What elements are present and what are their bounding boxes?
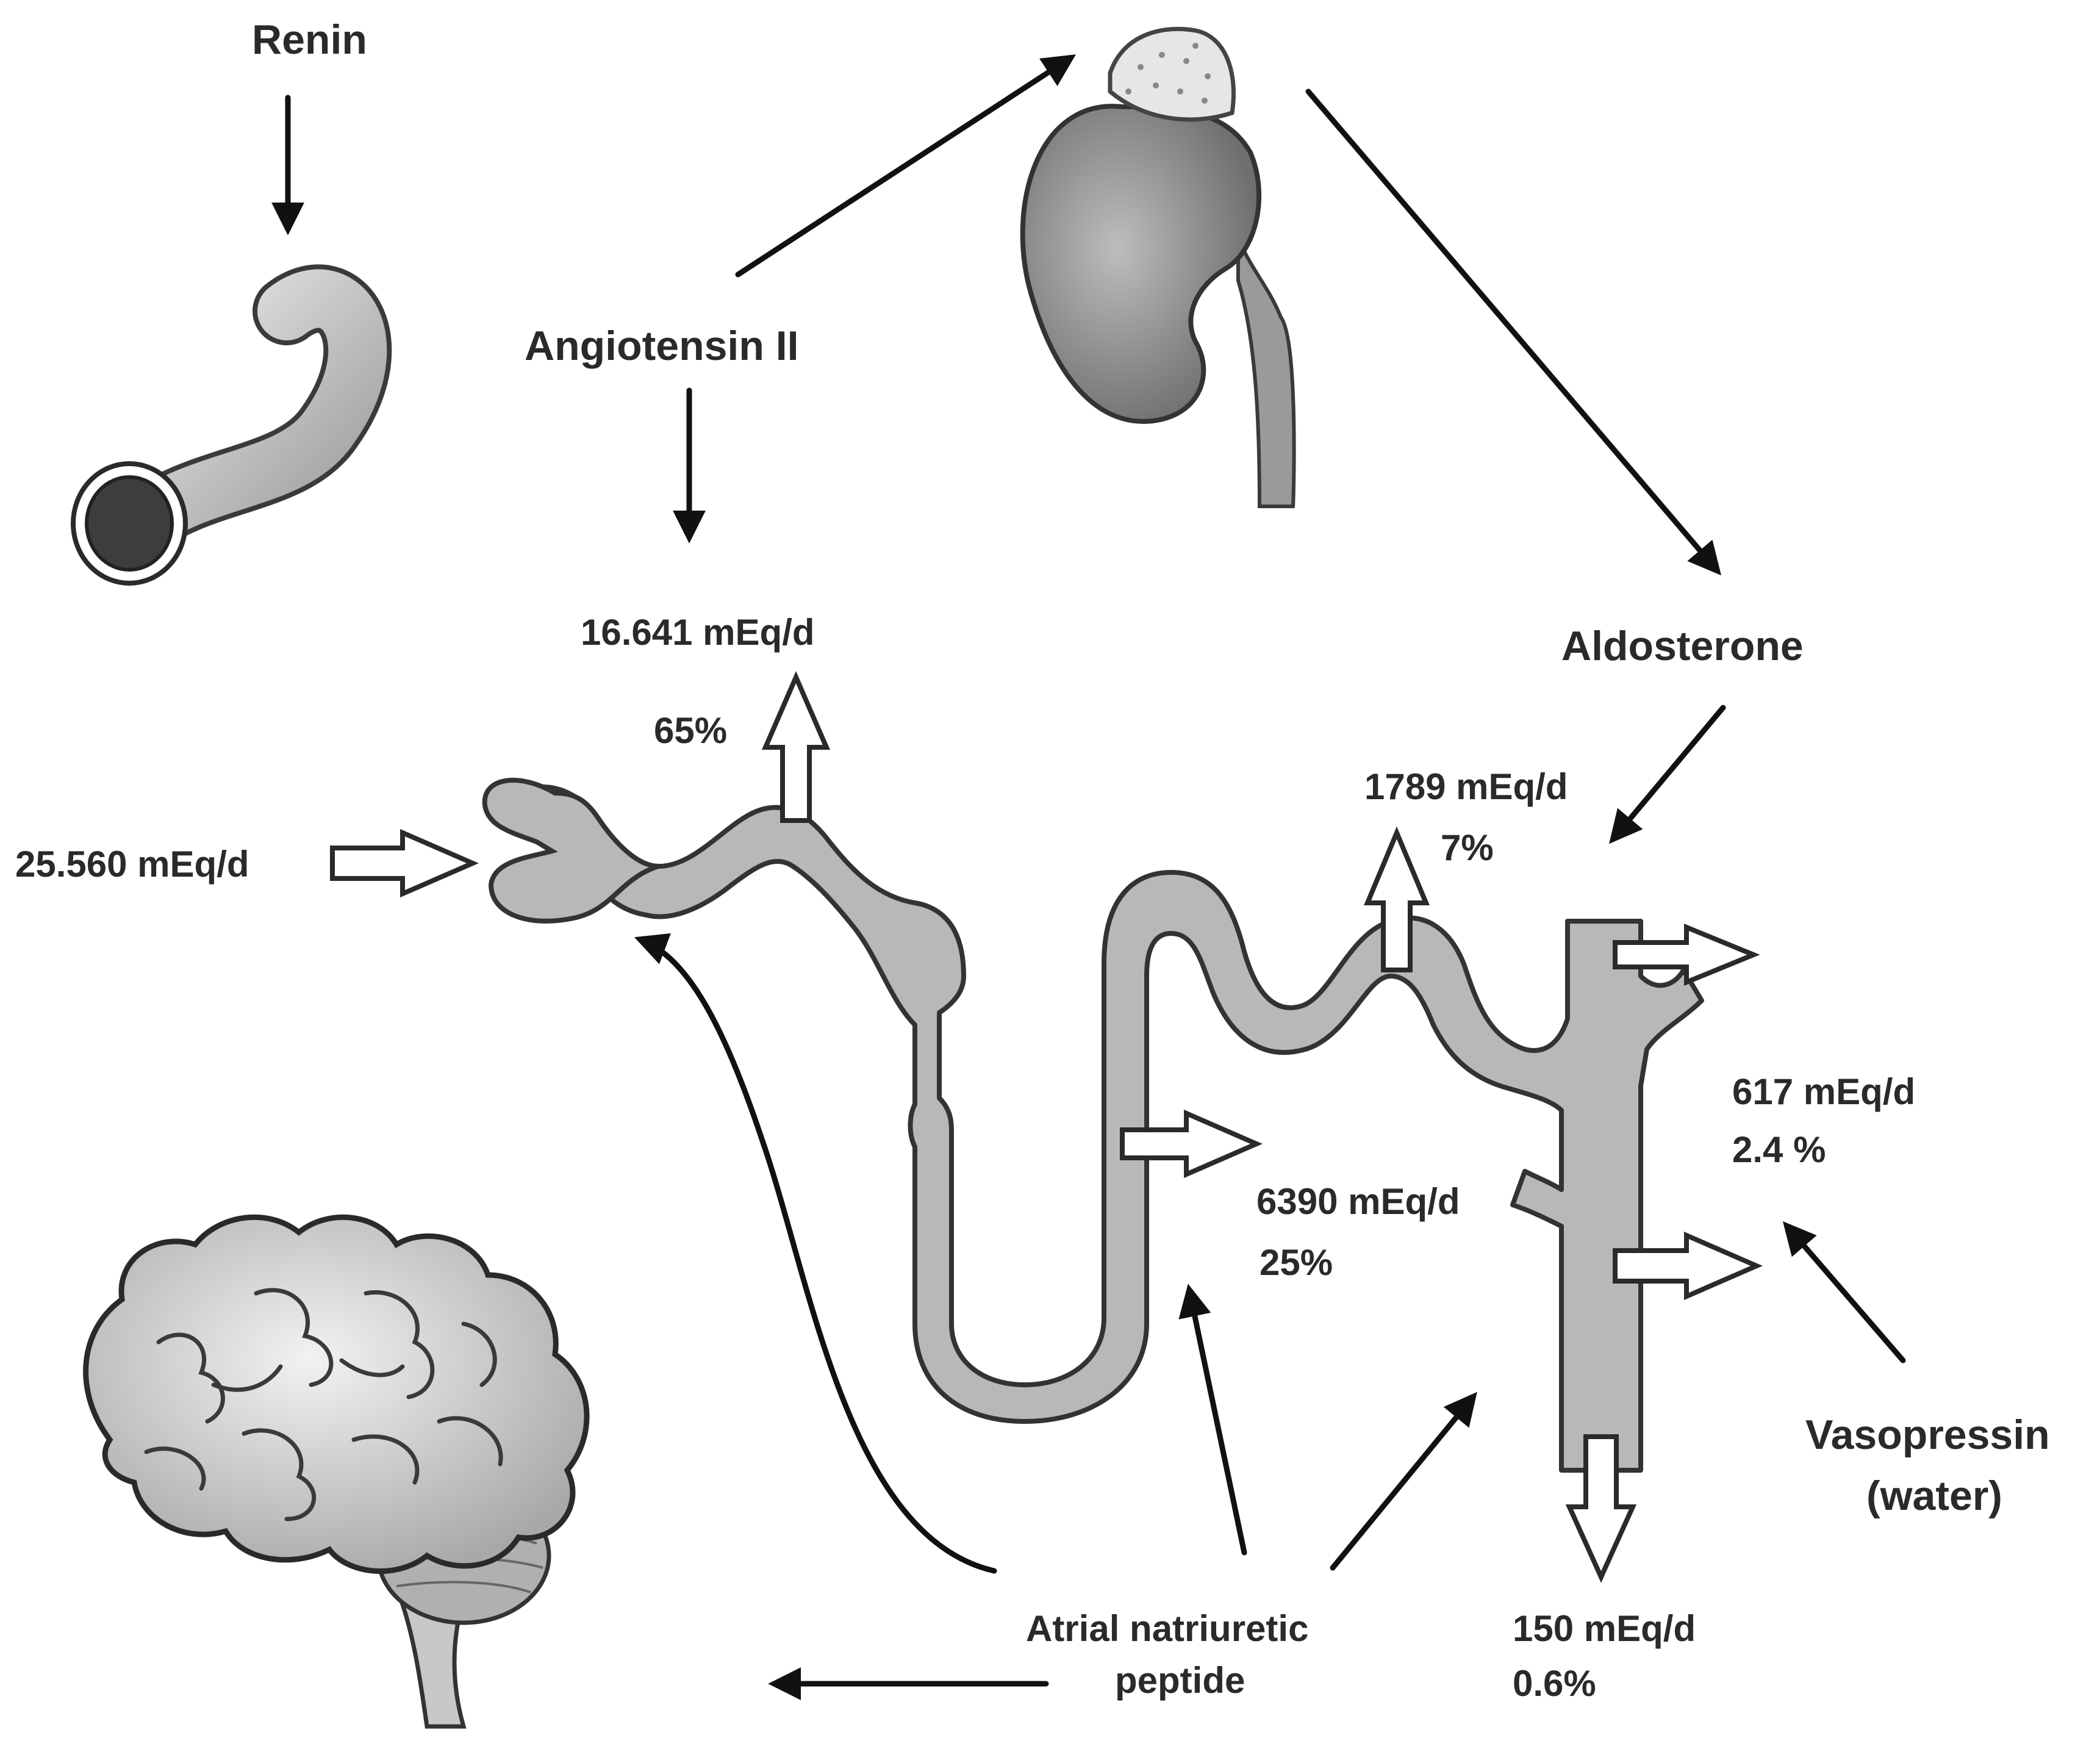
glomerular-capsule — [482, 778, 660, 924]
vasopressin-label-line2: (water) — [1866, 1473, 2002, 1519]
distal-reabsorption-arrow — [1363, 826, 1430, 972]
anp-to-collecting-arrow — [1330, 1392, 1477, 1571]
loop-pct: 25% — [1260, 1242, 1333, 1283]
regulation-arrows — [271, 54, 1906, 1700]
collecting-lower-arrow — [1613, 1231, 1763, 1301]
filtered-inflow-arrow — [330, 828, 479, 898]
anp-label-line2: peptide — [1115, 1660, 1245, 1701]
excreted-pct: 0.6% — [1513, 1663, 1596, 1704]
aldosterone-label: Aldosterone — [1561, 623, 1804, 669]
loop-reabsorption-arrow — [1120, 1109, 1263, 1179]
adrenal-gland — [1108, 27, 1236, 122]
proximal-reabsorption-arrow — [761, 670, 831, 823]
adrenal-to-aldosterone-arrow — [1305, 88, 1722, 576]
excreted-amount: 150 mEq/d — [1513, 1608, 1696, 1649]
vasopressin-to-collecting-arrow — [1782, 1221, 1906, 1363]
blood-vessel-illustration — [71, 264, 392, 586]
proximal-pct: 65% — [654, 710, 727, 751]
kidney-illustration — [1020, 27, 1296, 509]
collecting-upper-arrow — [1613, 924, 1760, 986]
anp-to-glomerulus-arrow — [634, 933, 997, 1574]
angiotensin-label: Angiotensin II — [525, 323, 799, 369]
anp-to-loop-arrow — [1178, 1284, 1247, 1556]
filtered-amount: 25.560 mEq/d — [15, 844, 249, 885]
nephron-tubule — [482, 778, 1704, 1473]
anp-label-line1: Atrial natriuretic — [1026, 1608, 1308, 1649]
collecting-pct: 2.4 % — [1732, 1129, 1826, 1170]
proximal-amount: 16.641 mEq/d — [581, 612, 815, 653]
loop-amount: 6390 mEq/d — [1256, 1181, 1460, 1222]
aldosterone-to-distal-arrow — [1609, 705, 1726, 844]
text-labels: Renin Angiotensin II Aldosterone Atrial … — [15, 16, 2050, 1704]
hollow-flow-arrows — [330, 670, 1763, 1583]
distal-amount: 1789 mEq/d — [1364, 766, 1568, 807]
brain-illustration — [83, 1214, 590, 1729]
angiotensin-to-adrenal-arrow — [735, 54, 1077, 278]
renin-label: Renin — [252, 16, 367, 63]
excretion-arrow — [1565, 1434, 1637, 1583]
collecting-amount: 617 mEq/d — [1732, 1071, 1915, 1112]
distal-pct: 7% — [1441, 827, 1494, 868]
vasopressin-label-line1: Vasopressin — [1805, 1412, 2050, 1458]
